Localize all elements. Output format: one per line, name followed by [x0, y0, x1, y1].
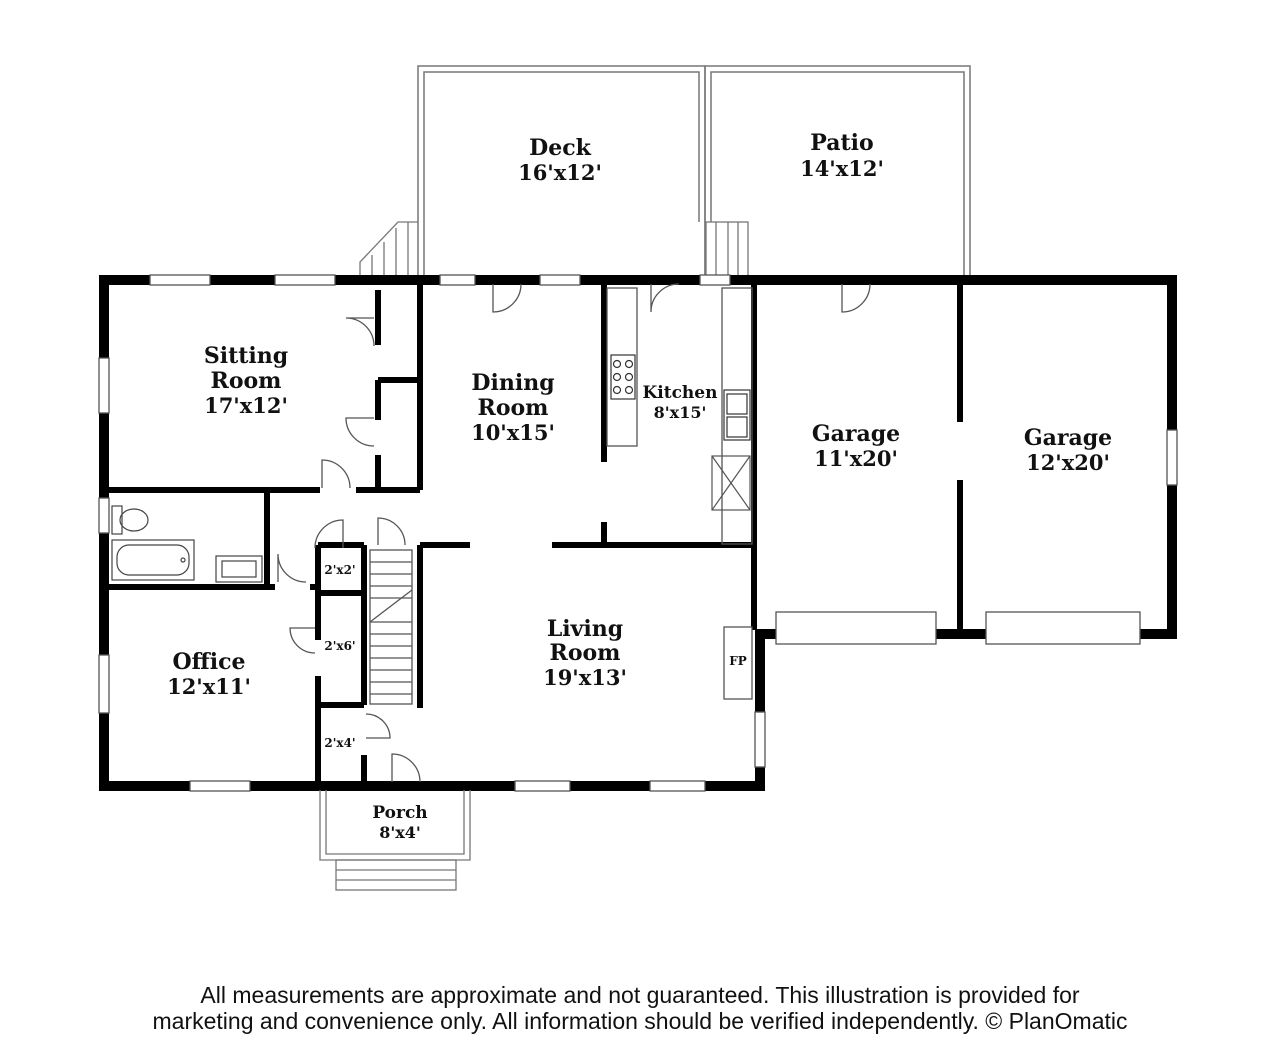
appliance-icon	[711, 455, 751, 511]
stove-icon	[610, 354, 636, 400]
door-swings	[277, 283, 871, 783]
interior-stairs	[369, 549, 413, 705]
fireplace-label: FP	[729, 654, 747, 668]
label-garage-1: Garage 11'x20'	[812, 421, 900, 471]
dining-name-2: Room	[478, 395, 549, 421]
closet-2x2-dim: 2'x2'	[324, 563, 355, 577]
label-deck: Deck 16'x12'	[518, 135, 602, 185]
closet-2x6-dim: 2'x6'	[324, 639, 355, 653]
fireplace-box	[723, 626, 753, 700]
closet-2x4-dim: 2'x4'	[324, 736, 355, 750]
porch-dim: 8'x4'	[379, 823, 421, 842]
label-living-room: Living Room 19'x13'	[543, 616, 627, 690]
bathtub-icon	[111, 539, 195, 581]
patio-dim: 14'x12'	[800, 156, 884, 181]
deck-stairs	[359, 221, 418, 276]
deck-name: Deck	[529, 135, 591, 161]
deck-dim: 16'x12'	[518, 160, 602, 185]
garage2-dim: 12'x20'	[1026, 450, 1110, 475]
patio-name: Patio	[810, 130, 873, 156]
office-dim: 12'x11'	[167, 674, 251, 699]
porch-outline	[319, 790, 471, 891]
kitchen-counters	[606, 287, 753, 545]
windows	[98, 274, 1178, 792]
label-patio: Patio 14'x12'	[800, 130, 884, 181]
kitchen-dim: 8'x15'	[654, 403, 707, 422]
patio-outline	[704, 65, 971, 276]
garage2-name: Garage	[1024, 425, 1112, 451]
label-garage-2: Garage 12'x20'	[1024, 425, 1112, 475]
sitting-dim: 17'x12'	[204, 393, 288, 418]
sitting-name-1: Sitting	[204, 343, 288, 369]
living-dim: 19'x13'	[543, 665, 627, 690]
label-kitchen: Kitchen 8'x15'	[643, 383, 718, 422]
garage-doors	[775, 611, 1141, 645]
dining-name-1: Dining	[471, 370, 554, 396]
garage1-dim: 11'x20'	[814, 446, 898, 471]
garage1-name: Garage	[812, 421, 900, 447]
disclaimer-line-2: marketing and convenience only. All info…	[152, 1008, 1128, 1034]
porch-name: Porch	[372, 803, 427, 823]
office-name: Office	[173, 649, 246, 675]
disclaimer: All measurements are approximate and not…	[0, 982, 1280, 1034]
patio-steps	[705, 221, 749, 277]
label-sitting-room: Sitting Room 17'x12'	[204, 343, 288, 418]
kitchen-name: Kitchen	[643, 383, 718, 403]
toilet-icon	[111, 505, 149, 535]
dining-dim: 10'x15'	[471, 420, 555, 445]
living-name-2: Room	[550, 640, 621, 666]
label-office: Office 12'x11'	[167, 649, 251, 699]
living-name-1: Living	[547, 616, 623, 642]
sitting-name-2: Room	[211, 368, 282, 394]
interior-walls	[104, 280, 963, 786]
label-dining-room: Dining Room 10'x15'	[471, 370, 555, 445]
bath-sink-icon	[215, 555, 263, 583]
label-porch: Porch 8'x4'	[372, 803, 427, 842]
sink-icon	[723, 389, 751, 441]
disclaimer-line-1: All measurements are approximate and not…	[200, 982, 1080, 1008]
